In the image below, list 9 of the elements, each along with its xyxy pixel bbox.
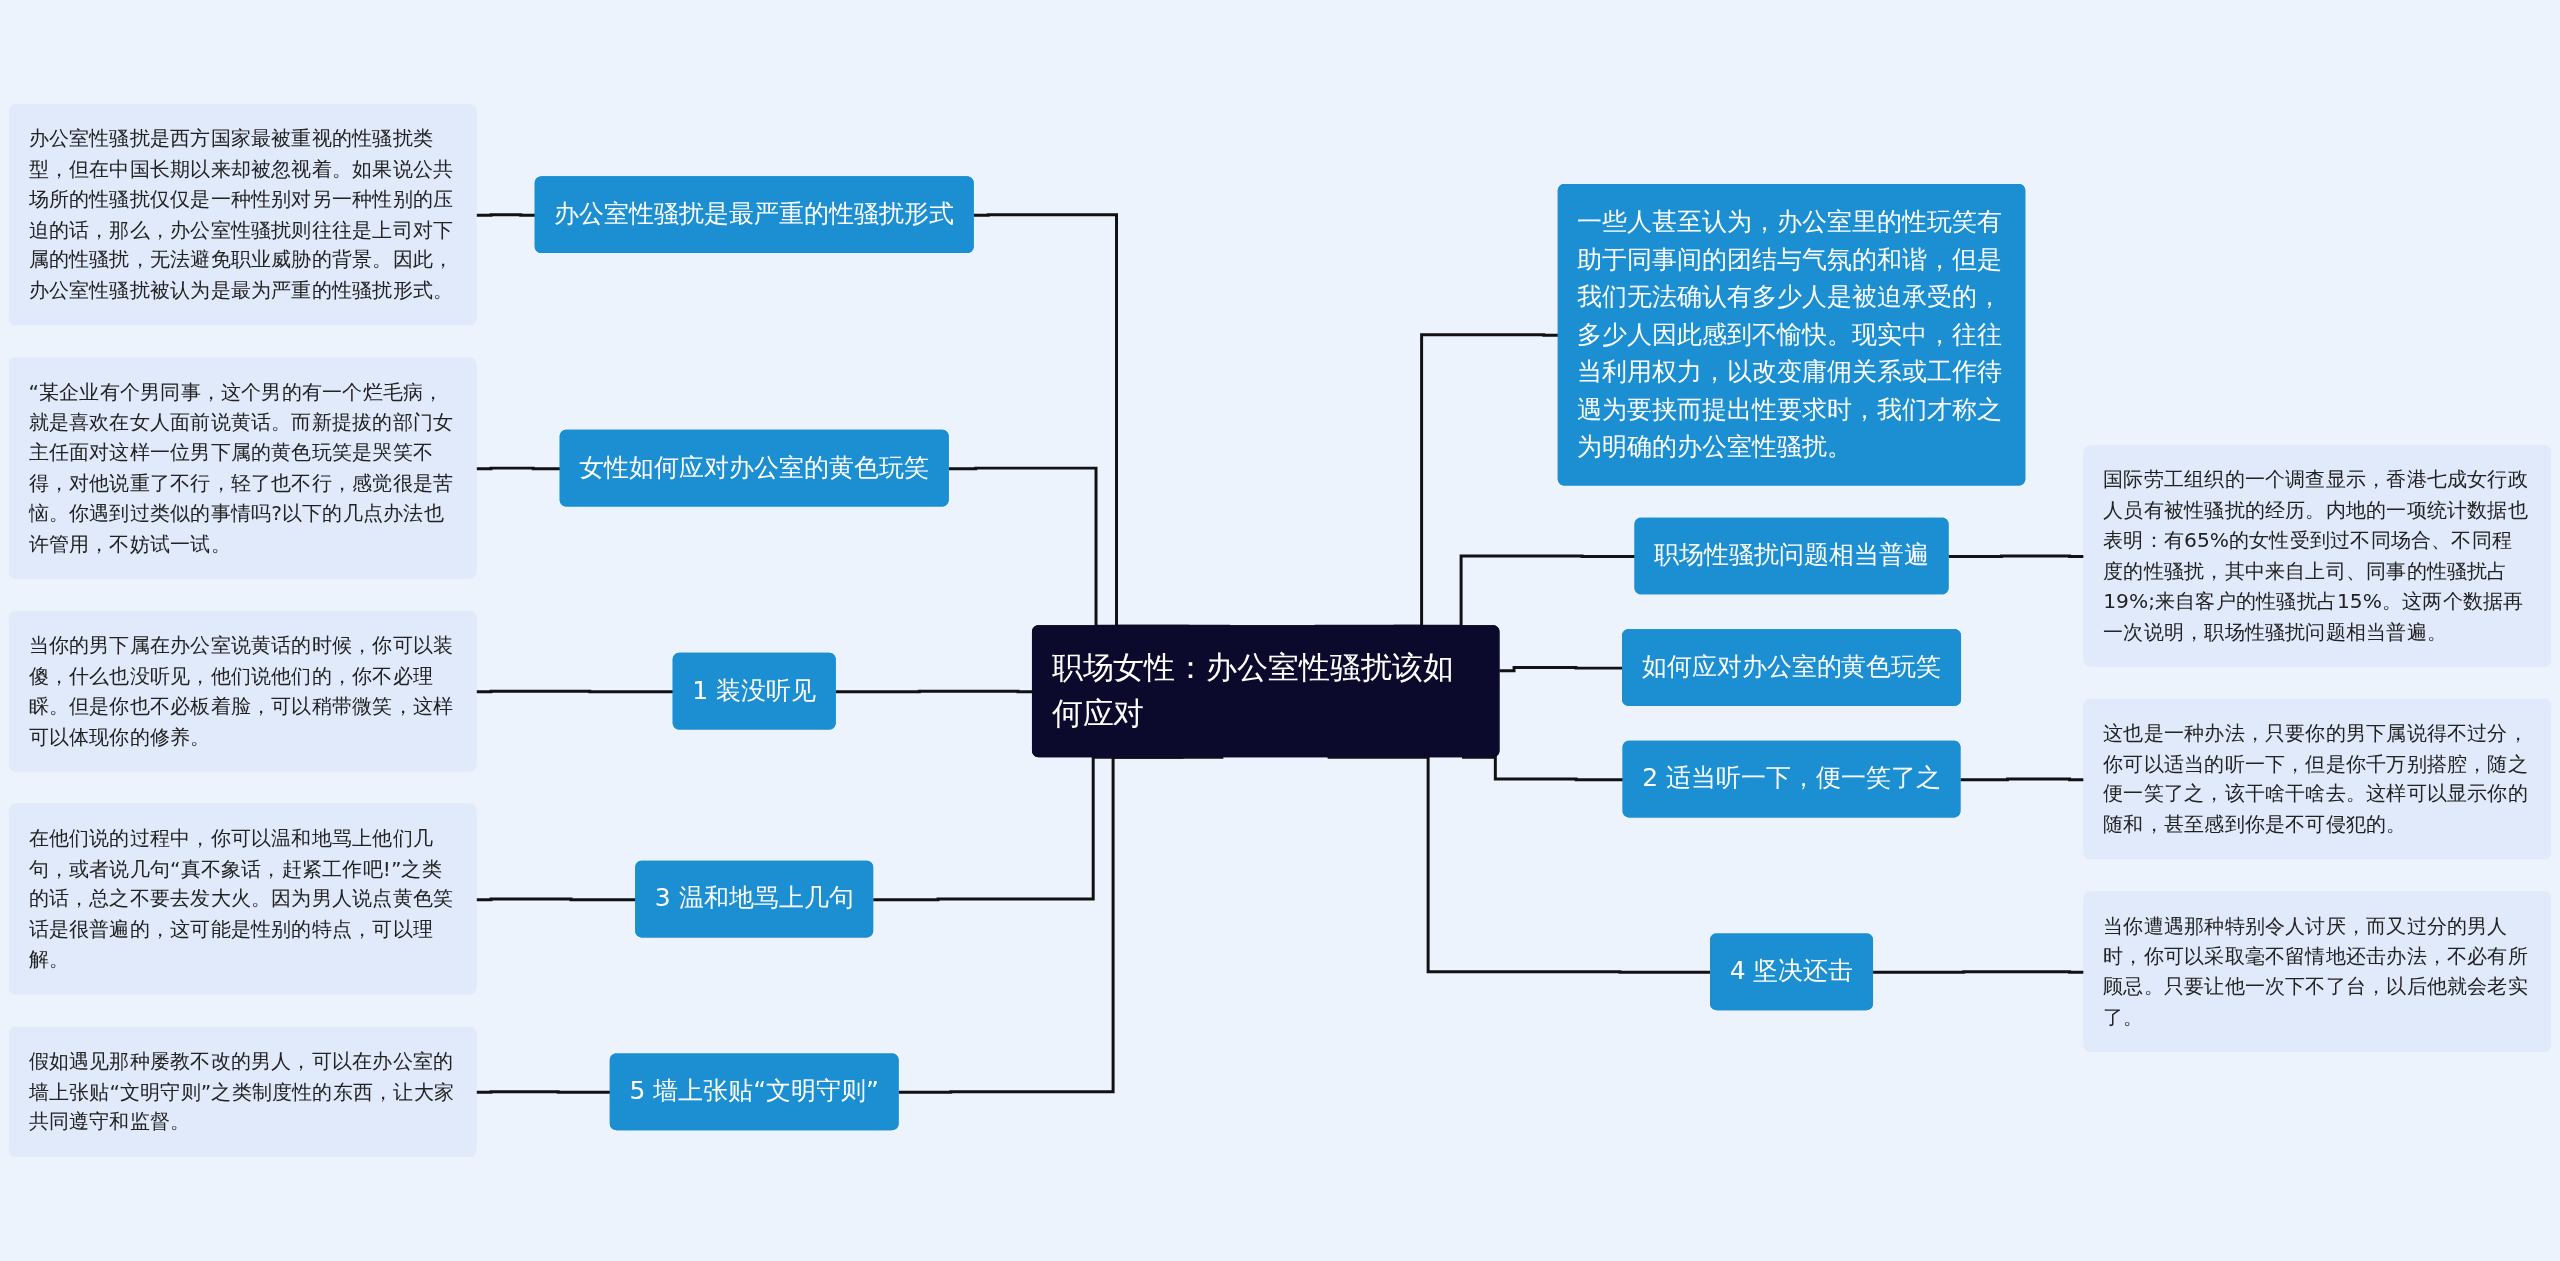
connector: [898, 755, 1224, 1094]
connector: [476, 213, 536, 217]
connector: [476, 466, 561, 471]
connector: [1462, 755, 1624, 782]
connector: [476, 1090, 611, 1094]
connector: [1948, 554, 2085, 559]
connector: [476, 689, 674, 694]
connector: [1960, 777, 2085, 782]
connector: [1873, 970, 2085, 974]
